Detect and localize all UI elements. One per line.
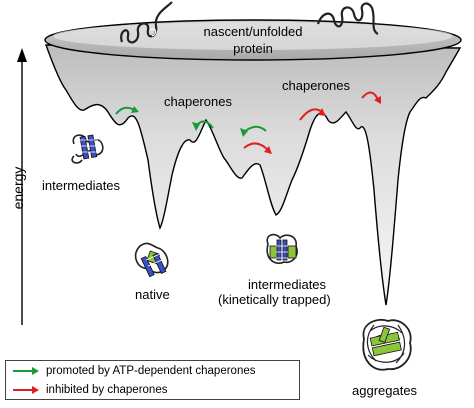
native-protein-icon: [134, 242, 169, 278]
label-chaperones-left: chaperones: [164, 94, 232, 109]
inhibited-arrow-2: [299, 108, 326, 121]
label-chaperones-right: chaperones: [282, 78, 350, 93]
red-arrow-icon: [13, 386, 39, 394]
legend-box: promoted by ATP-dependent chaperones inh…: [5, 360, 300, 400]
unfolded-chain-right: [316, 2, 379, 35]
green-arrow-icon: [13, 367, 39, 375]
intermediate-protein-icon: [71, 134, 104, 164]
unfolded-chain-left: [120, 1, 173, 44]
label-aggregates: aggregates: [352, 383, 418, 398]
energy-axis-label: energy: [10, 166, 26, 210]
energy-axis-arrow: [17, 48, 27, 325]
legend-inhibited-text: inhibited by chaperones: [46, 384, 168, 396]
inhibited-arrow-1: [243, 142, 272, 154]
label-nascent-unfolded: nascent/unfolded: [203, 24, 303, 39]
energy-funnel-surface: [45, 44, 462, 306]
label-intermediates: intermediates: [42, 178, 121, 193]
label-intermediates-trapped: intermediates: [248, 277, 327, 292]
promoted-arrow-1: [115, 106, 139, 115]
label-kinetically-trapped: (kinetically trapped): [218, 292, 331, 307]
promoted-arrow-3: [240, 125, 267, 137]
aggregate-protein-icon: [362, 318, 412, 371]
label-native: native: [135, 287, 170, 302]
trapped-intermediate-icon: [266, 233, 298, 264]
inhibited-arrow-3: [361, 91, 381, 104]
legend-promoted-text: promoted by ATP-dependent chaperones: [46, 365, 256, 377]
label-protein: protein: [233, 41, 273, 56]
promoted-arrow-2: [192, 120, 214, 131]
